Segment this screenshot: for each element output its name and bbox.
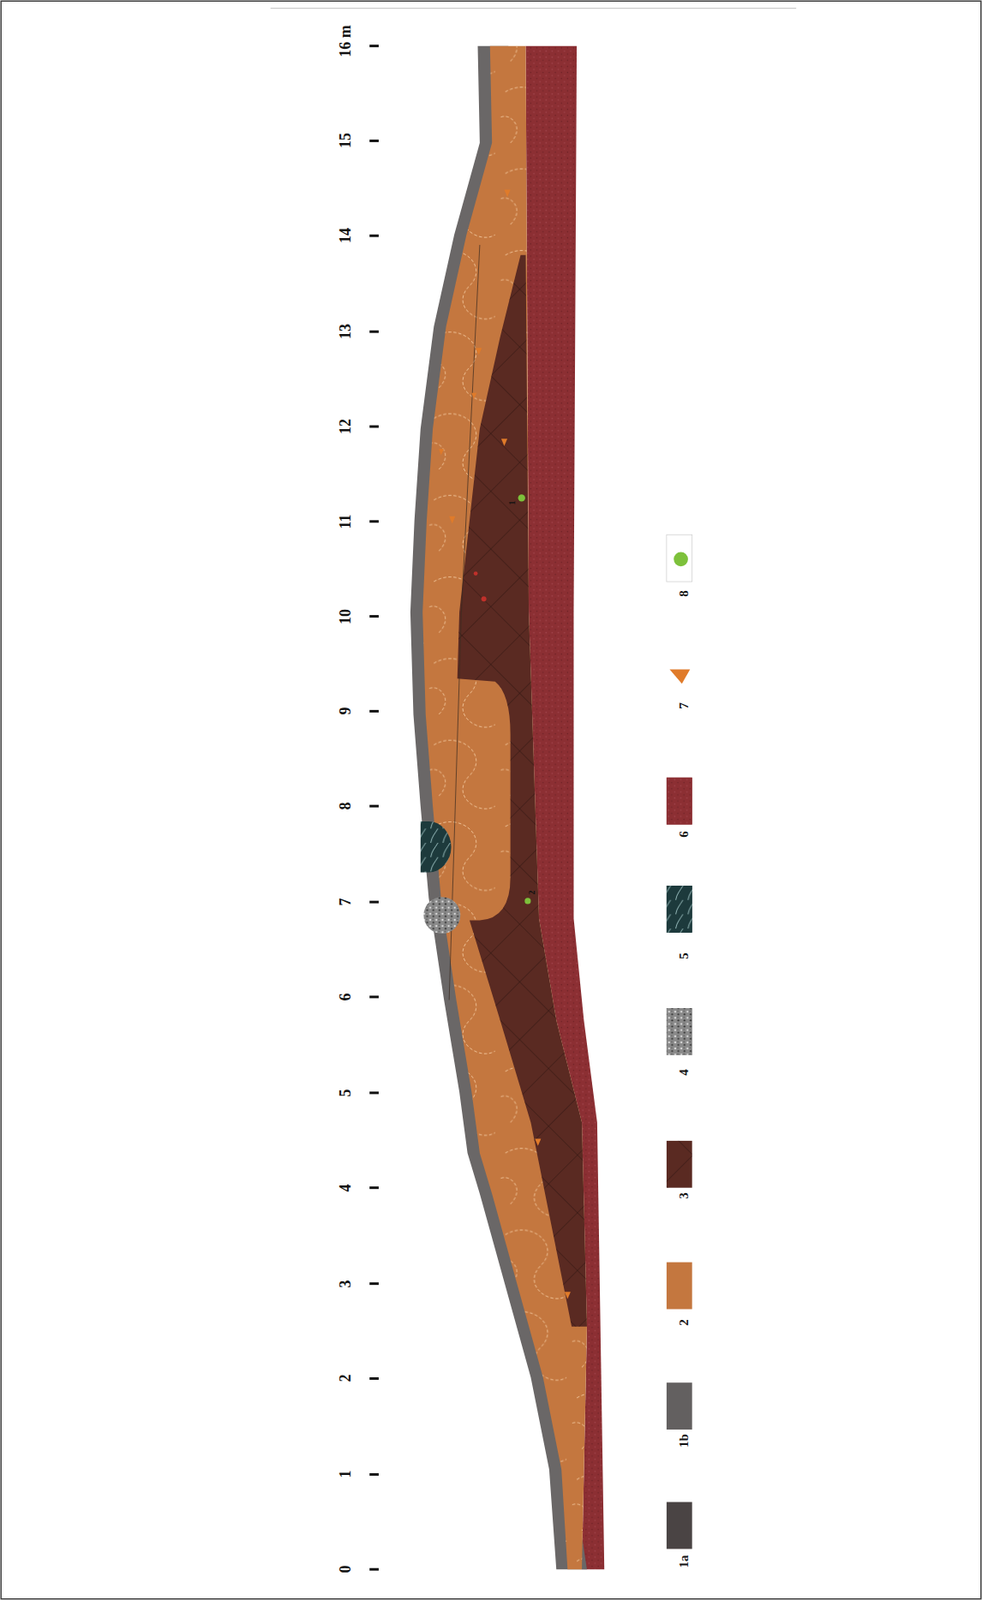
legend-swatch	[666, 1502, 693, 1551]
legend-label: 8	[677, 591, 691, 599]
legend-swatch	[666, 1141, 693, 1189]
scale-number: 9	[337, 707, 354, 716]
legend-swatch	[666, 886, 693, 934]
legend-label: 2	[677, 1319, 691, 1327]
find-number: 1	[508, 501, 517, 506]
legend-label: 6	[677, 832, 691, 839]
legend-swatch	[666, 1383, 693, 1431]
legend-swatch	[666, 1263, 693, 1311]
legend-label: 1a	[677, 1555, 691, 1569]
scale-number: 14	[337, 227, 354, 244]
scale-number: 6	[337, 993, 354, 1001]
legend-label: 4	[677, 1069, 691, 1077]
swatch-texture	[666, 886, 693, 934]
legend-swatch	[666, 778, 693, 826]
scale-number: 0	[337, 1566, 354, 1575]
scale-number: 3	[337, 1280, 354, 1288]
scale-number: 13	[337, 323, 354, 340]
scale-number: 16 m	[337, 24, 354, 58]
swatch-texture	[666, 1141, 693, 1189]
legend-label: 1b	[677, 1434, 691, 1449]
swatch-texture	[666, 778, 693, 826]
scale-number: 8	[337, 802, 354, 811]
legend-label: 7	[677, 703, 691, 711]
swatch-texture	[666, 1008, 693, 1056]
scale-number: 7	[337, 898, 354, 907]
find-number: 2	[527, 891, 537, 896]
scale-number: 5	[337, 1089, 354, 1097]
legend-label: 3	[677, 1192, 691, 1200]
scale-number: 11	[337, 514, 354, 529]
scale-number: 4	[337, 1184, 354, 1192]
scale-number: 1	[337, 1471, 354, 1479]
scale-number: 12	[337, 419, 354, 435]
scale-number: 15	[337, 132, 354, 149]
legend-swatch	[666, 1008, 693, 1056]
scale-number: 10	[337, 609, 354, 625]
scale-number: 2	[337, 1375, 354, 1384]
legend-label: 5	[677, 952, 691, 960]
